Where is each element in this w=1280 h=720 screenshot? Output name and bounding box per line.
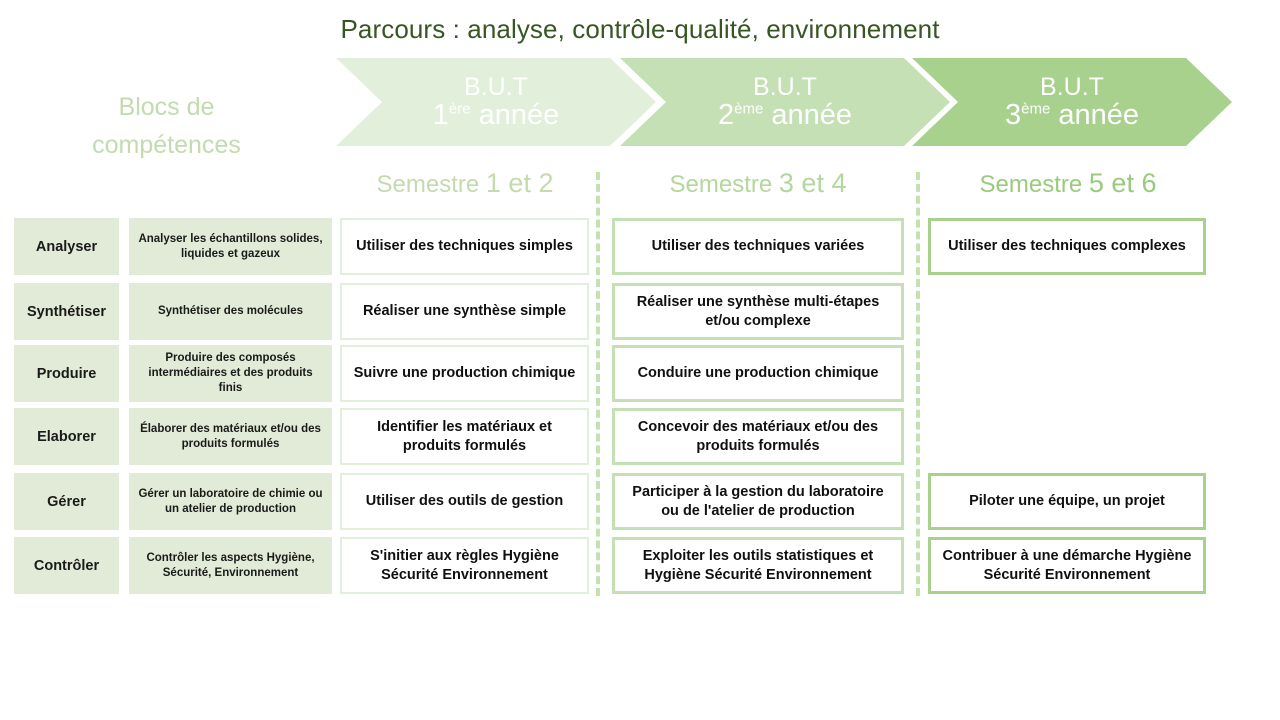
semester34-card[interactable]: Exploiter les outils statistiques et Hyg… bbox=[612, 537, 904, 594]
block-description[interactable]: Contrôler les aspects Hygiène, Sécurité,… bbox=[129, 537, 332, 594]
block-key[interactable]: Elaborer bbox=[14, 408, 119, 465]
block-description[interactable]: Synthétiser des molécules bbox=[129, 283, 332, 340]
block-description[interactable]: Élaborer des matériaux et/ou des produit… bbox=[129, 408, 332, 465]
semester-header-1: Semestre 1 et 2 bbox=[340, 168, 590, 200]
semester-numbers: 1 et 2 bbox=[485, 168, 554, 198]
page-title: Parcours : analyse, contrôle-qualité, en… bbox=[340, 14, 940, 44]
semester-numbers: 3 et 4 bbox=[778, 168, 847, 198]
blocs-label-line: Blocs de bbox=[118, 93, 215, 121]
semester56-card bbox=[928, 408, 1206, 465]
block-key[interactable]: Contrôler bbox=[14, 537, 119, 594]
block-description[interactable]: Analyser les échantillons solides, liqui… bbox=[129, 218, 332, 275]
year-arrow-year: 1ère année bbox=[432, 98, 560, 131]
semester12-card[interactable]: Utiliser des techniques simples bbox=[340, 218, 589, 275]
semester56-card[interactable]: Utiliser des techniques complexes bbox=[928, 218, 1206, 275]
year-arrow-year: 3ème année bbox=[1004, 98, 1140, 131]
semester12-card[interactable]: Suivre une production chimique bbox=[340, 345, 589, 402]
block-key[interactable]: Gérer bbox=[14, 473, 119, 530]
semester34-card[interactable]: Participer à la gestion du laboratoire o… bbox=[612, 473, 904, 530]
column-separator-2 bbox=[916, 172, 920, 596]
semester-header-3: Semestre 5 et 6 bbox=[928, 168, 1208, 200]
semester56-card[interactable]: Contribuer à une démarche Hygiène Sécuri… bbox=[928, 537, 1206, 594]
semester56-card[interactable]: Piloter une équipe, un projet bbox=[928, 473, 1206, 530]
semester56-card bbox=[928, 283, 1206, 340]
semester-prefix: Semestre bbox=[979, 171, 1089, 198]
semester34-card[interactable]: Utiliser des techniques variées bbox=[612, 218, 904, 275]
semester-header-2: Semestre 3 et 4 bbox=[612, 168, 904, 200]
semester12-card[interactable]: Réaliser une synthèse simple bbox=[340, 283, 589, 340]
block-key[interactable]: Produire bbox=[14, 345, 119, 402]
semester56-card bbox=[928, 345, 1206, 402]
column-separator-1 bbox=[596, 172, 600, 596]
year-arrow-degree: B.U.T bbox=[753, 72, 817, 101]
semester-numbers: 5 et 6 bbox=[1088, 168, 1157, 198]
block-key[interactable]: Synthétiser bbox=[14, 283, 119, 340]
semester-prefix: Semestre bbox=[376, 171, 486, 198]
blocs-label-line: compétences bbox=[92, 131, 241, 159]
blocs-de-competences-label: Blocs de compétences bbox=[14, 88, 319, 164]
semester12-card[interactable]: Utiliser des outils de gestion bbox=[340, 473, 589, 530]
semester34-card[interactable]: Concevoir des matériaux et/ou des produi… bbox=[612, 408, 904, 465]
block-key[interactable]: Analyser bbox=[14, 218, 119, 275]
semester34-card[interactable]: Conduire une production chimique bbox=[612, 345, 904, 402]
block-description[interactable]: Gérer un laboratoire de chimie ou un ate… bbox=[129, 473, 332, 530]
year-arrow-degree: B.U.T bbox=[1040, 72, 1104, 101]
semester-prefix: Semestre bbox=[669, 171, 779, 198]
semester12-card[interactable]: S'initier aux règles Hygiène Sécurité En… bbox=[340, 537, 589, 594]
year-arrow-year: 2ème année bbox=[717, 98, 853, 131]
year-arrow-degree: B.U.T bbox=[464, 72, 528, 101]
semester34-card[interactable]: Réaliser une synthèse multi-étapes et/ou… bbox=[612, 283, 904, 340]
semester12-card[interactable]: Identifier les matériaux et produits for… bbox=[340, 408, 589, 465]
block-description[interactable]: Produire des composés intermédiaires et … bbox=[129, 345, 332, 402]
